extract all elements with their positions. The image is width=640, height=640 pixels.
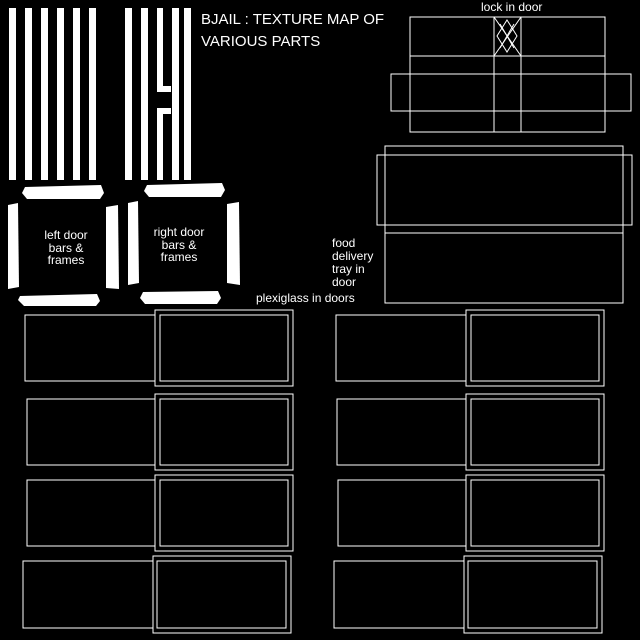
left-door-bar	[9, 8, 16, 180]
lock-cross-line	[499, 23, 515, 49]
plexiglass-right-column	[333, 309, 605, 634]
left-door-frame-left	[8, 203, 19, 289]
diagram-title: BJAIL : TEXTURE MAP OF VARIOUS PARTS	[201, 11, 385, 50]
right-door-bar	[157, 8, 163, 92]
plexiglass-panel	[24, 309, 294, 387]
left-door-bar	[57, 8, 64, 180]
right-door-frame-right	[227, 202, 240, 285]
left-door-bar	[73, 8, 80, 180]
lock-side-strip	[390, 73, 632, 112]
right-door-bar	[125, 8, 132, 180]
right-door-frame-left	[128, 201, 139, 285]
right-door-bar	[184, 8, 191, 180]
left-door-bars-group	[9, 8, 96, 180]
food-tray-texture-group	[376, 145, 633, 304]
food-tray-flap	[376, 154, 633, 226]
plexiglass-label: plexiglass in doors	[256, 291, 355, 305]
food-tray-label: food delivery tray in door	[332, 236, 374, 289]
left-door-frame-right	[106, 205, 119, 289]
left-door-frame-top	[22, 185, 104, 199]
right-door-bar	[141, 8, 148, 180]
right-door-bars-group	[125, 8, 191, 180]
right-door-bar	[163, 86, 171, 92]
left-door-frames-group	[8, 185, 119, 306]
right-door-frames-group	[128, 183, 240, 304]
plexiglass-panel	[333, 555, 603, 634]
plexiglass-panel	[22, 555, 292, 634]
plexiglass-panel	[337, 474, 605, 552]
right-door-frame-bottom	[140, 291, 221, 304]
right-door-bar	[172, 8, 179, 180]
left-door-frame-bottom	[18, 294, 100, 306]
right-door-frame-top	[144, 183, 225, 197]
right-door-bar	[163, 108, 171, 114]
lock-diamond	[496, 19, 518, 53]
left-door-bar	[89, 8, 96, 180]
plexiglass-panel	[335, 309, 605, 387]
plexiglass-panel	[26, 393, 294, 471]
plexiglass-panel	[336, 393, 605, 471]
plexiglass-panel	[26, 474, 294, 552]
lock-label: lock in door	[481, 0, 543, 14]
lock-texture-group	[390, 16, 632, 133]
left-door-bar	[41, 8, 48, 180]
right-door-label: right door bars & frames	[153, 225, 205, 265]
right-door-bar	[157, 108, 163, 180]
plexiglass-left-column	[22, 309, 294, 634]
left-door-label: left door bars & frames	[44, 228, 88, 268]
left-door-bar	[25, 8, 32, 180]
